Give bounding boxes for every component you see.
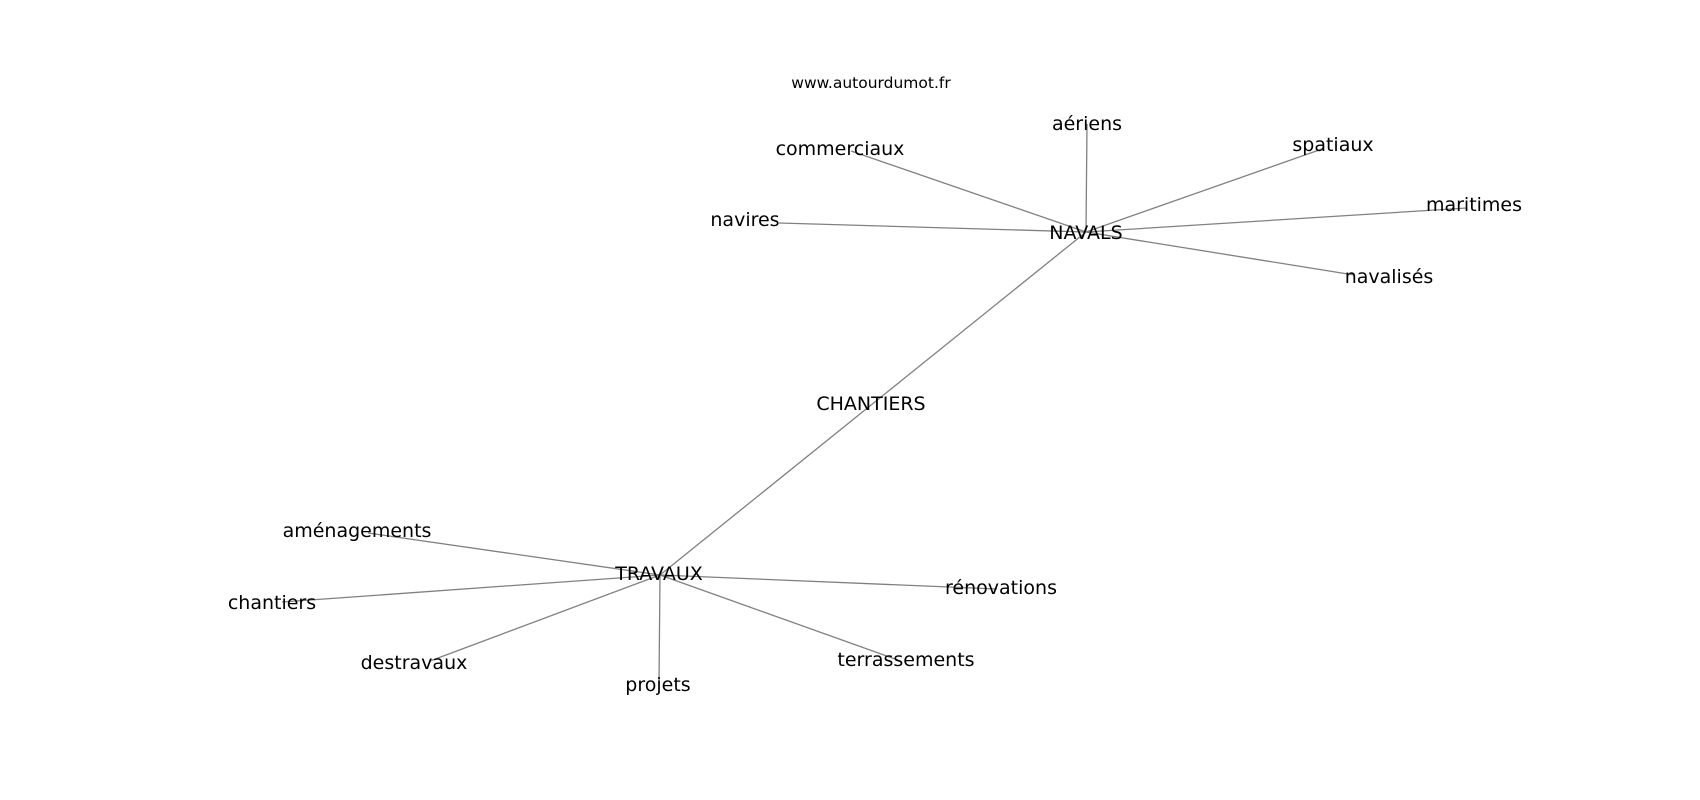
label-layer: CHANTIERS NAVALS TRAVAUX aériens commerciaux… <box>228 113 1522 696</box>
node-label-commerciaux: commerciaux <box>776 138 905 160</box>
node-label-navals: NAVALS <box>1049 222 1122 244</box>
edge-travaux-projets <box>658 574 661 685</box>
node-label-travaux: TRAVAUX <box>614 563 703 585</box>
node-label-amenagements: aménagements <box>283 520 432 542</box>
node-label-chantiers_center: CHANTIERS <box>816 393 925 415</box>
node-label-terrassements: terrassements <box>837 649 974 671</box>
node-label-renovations: rénovations <box>945 577 1057 599</box>
edge-navals-spatiaux <box>1085 148 1323 233</box>
edge-navals-aeriens <box>1085 123 1088 233</box>
node-label-chantiers: chantiers <box>228 592 316 614</box>
edge-travaux-amenagements <box>367 532 661 576</box>
edge-navals-navalises <box>1085 231 1355 276</box>
edge-travaux-destravaux <box>429 574 661 662</box>
node-label-maritimes: maritimes <box>1426 194 1522 216</box>
edge-travaux-terrassements <box>659 574 899 661</box>
node-label-projets: projets <box>625 674 690 696</box>
node-label-aeriens: aériens <box>1052 113 1122 135</box>
watermark-text: www.autourdumot.fr <box>791 74 951 92</box>
edge-navals-travaux <box>659 231 1087 576</box>
node-label-spatiaux: spatiaux <box>1292 134 1373 156</box>
node-label-navires: navires <box>710 209 779 231</box>
edge-navals-maritimes <box>1085 207 1468 233</box>
edge-navals-commerciaux <box>850 150 1087 233</box>
node-label-navalises: navalisés <box>1345 266 1434 288</box>
edge-travaux-renovations <box>659 574 998 590</box>
edge-travaux-chantiers <box>281 574 661 603</box>
node-label-destravaux: destravaux <box>361 652 468 674</box>
edge-layer <box>281 123 1468 685</box>
edge-navals-navires <box>778 222 1087 233</box>
